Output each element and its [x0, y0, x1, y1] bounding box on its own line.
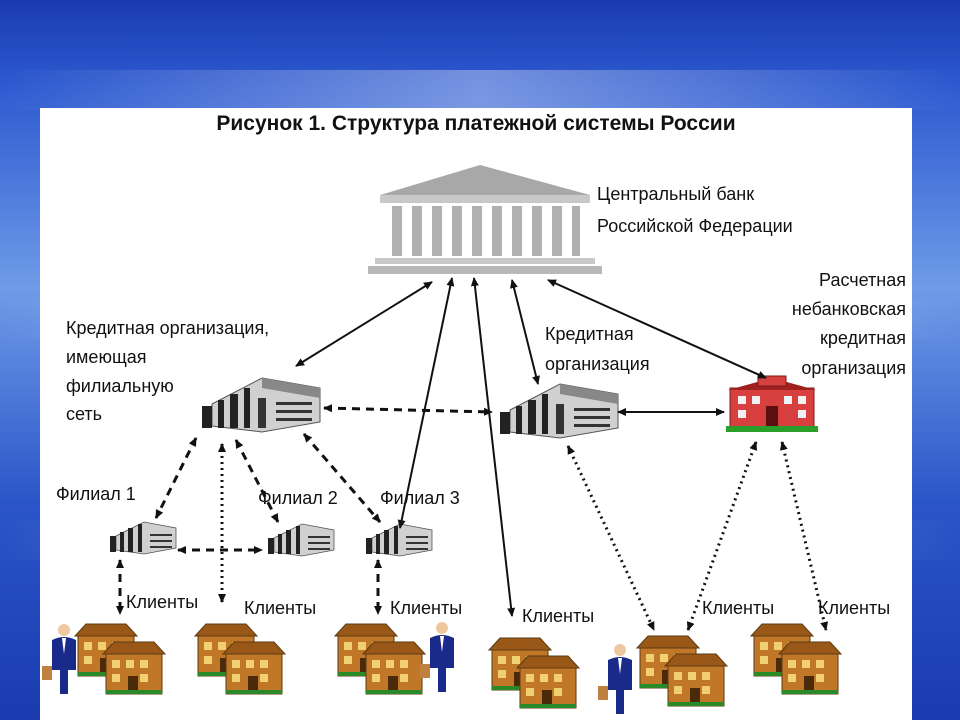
- person-icon: [598, 644, 632, 714]
- branch-1-label: Филиал 1: [56, 484, 136, 504]
- clients-label-1: Клиенты: [126, 592, 198, 612]
- credit-org-label-1: Кредитная: [545, 324, 634, 344]
- diagram-title: Рисунок 1. Структура платежной системы Р…: [216, 112, 735, 135]
- credit-org-label-2: организация: [545, 354, 650, 374]
- arrow-network-branch1: [154, 437, 198, 519]
- nonbank-label-3: кредитная: [820, 328, 906, 348]
- clients-label-2: Клиенты: [244, 598, 316, 618]
- person-icon: [420, 622, 454, 692]
- clients-buildings-3: [335, 624, 425, 694]
- dotted-arrows: [218, 441, 829, 631]
- nonbank-label-1: Расчетная: [819, 270, 906, 290]
- arrow-creditorg-clients: [566, 445, 656, 631]
- clients-buildings-1: [75, 624, 165, 694]
- branch-2-icon: [267, 523, 335, 557]
- arrow-network-creditorg: [323, 404, 493, 416]
- credit-org-network-icon: [201, 377, 321, 433]
- arrow-cb-creditorg-network: [295, 281, 433, 367]
- credit-org-icon: [499, 383, 619, 439]
- nonbank-building-icon: [726, 375, 818, 432]
- clients-label-5: Клиенты: [702, 598, 774, 618]
- nonbank-label-2: небанковская: [792, 299, 906, 319]
- arrow-nonbank-clients-6: [779, 441, 829, 631]
- arrow-network-branch2: [234, 439, 280, 523]
- arrow-cb-nonbank: [547, 279, 767, 379]
- clients-buildings-4: [489, 638, 579, 708]
- clients-buildings-6: [751, 624, 841, 694]
- branch-1-icon: [109, 521, 177, 555]
- clients-buildings-5: [637, 636, 727, 706]
- central-bank-label-1: Центральный банк: [597, 184, 754, 204]
- solid-arrows: [295, 277, 767, 617]
- credit-org-network-label-3: филиальную: [66, 376, 174, 396]
- arrow-cb-creditorg: [510, 279, 540, 385]
- clients-buildings-2: [195, 624, 285, 694]
- clients-label-6: Клиенты: [818, 598, 890, 618]
- diagram-panel: Рисунок 1. Структура платежной системы Р…: [40, 108, 912, 720]
- arrow-network-branch3: [302, 433, 382, 523]
- clients-label-3: Клиенты: [390, 598, 462, 618]
- dashed-arrows: [116, 404, 493, 615]
- central-bank-icon: [368, 165, 602, 274]
- clients-label-4: Клиенты: [522, 606, 594, 626]
- payment-system-diagram: Рисунок 1. Структура платежной системы Р…: [42, 112, 906, 714]
- credit-org-network-label-1: Кредитная организация,: [66, 318, 269, 338]
- person-icon: [42, 624, 76, 694]
- credit-org-network-label-4: сеть: [66, 404, 102, 424]
- arrow-cb-branch3: [397, 277, 455, 529]
- central-bank-label-2: Российской Федерации: [597, 216, 793, 236]
- branch-3-label: Филиал 3: [380, 488, 460, 508]
- credit-org-network-label-2: имеющая: [66, 347, 147, 367]
- branch-3-icon: [365, 523, 433, 557]
- arrow-cb-clients: [470, 277, 516, 617]
- nonbank-label-4: организация: [801, 358, 906, 378]
